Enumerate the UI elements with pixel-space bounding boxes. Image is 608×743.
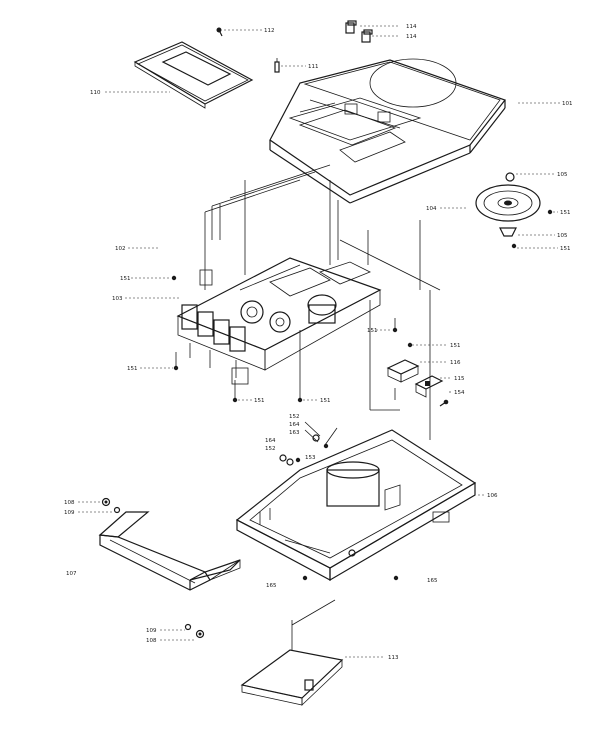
label-151: 151 bbox=[560, 210, 571, 216]
label-151: 151 bbox=[320, 398, 331, 404]
label-106: 106 bbox=[487, 493, 498, 499]
label-165: 165 bbox=[266, 583, 277, 589]
label-151: 151 bbox=[254, 398, 265, 404]
leader-lines bbox=[78, 25, 560, 658]
part-106-bottom-cabinet bbox=[235, 429, 477, 582]
label-110: 110 bbox=[90, 90, 101, 96]
label-115: 115 bbox=[454, 376, 465, 382]
label-116: 116 bbox=[450, 360, 461, 366]
label-151: 151 bbox=[450, 343, 461, 349]
label-112: 112 bbox=[264, 28, 275, 34]
label-114: 114 bbox=[406, 34, 417, 40]
label-164: 164 bbox=[289, 422, 300, 428]
part-labels: 112 114 114 111 110 101 105 151 104 105 … bbox=[64, 24, 573, 661]
label-109: 109 bbox=[146, 628, 157, 634]
label-111: 111 bbox=[308, 64, 319, 70]
label-153: 153 bbox=[305, 455, 316, 461]
hardware-152-164 bbox=[279, 421, 338, 466]
label-151: 151 bbox=[127, 366, 138, 372]
label-151: 151 bbox=[367, 328, 378, 334]
label-151: 151 bbox=[560, 246, 571, 252]
part-112-screw bbox=[216, 27, 223, 37]
parts-108-109-screws bbox=[101, 497, 205, 639]
label-163: 163 bbox=[289, 430, 300, 436]
part-105-speaker bbox=[475, 172, 553, 249]
part-110-window-plate bbox=[133, 41, 254, 109]
label-104: 104 bbox=[426, 206, 437, 212]
part-154-screw bbox=[439, 399, 449, 407]
part-115-switch bbox=[414, 375, 444, 398]
label-107: 107 bbox=[66, 571, 77, 577]
screws-165 bbox=[302, 575, 399, 581]
label-103: 103 bbox=[112, 296, 123, 302]
label-154: 154 bbox=[454, 390, 465, 396]
label-152: 152 bbox=[265, 446, 276, 452]
part-111-pin bbox=[274, 58, 280, 73]
label-108: 108 bbox=[64, 500, 75, 506]
label-151: 151 bbox=[120, 276, 131, 282]
part-103-tape-chassis bbox=[176, 257, 382, 385]
label-114: 114 bbox=[406, 24, 417, 30]
label-152: 152 bbox=[289, 414, 300, 420]
label-165: 165 bbox=[427, 578, 438, 584]
label-108: 108 bbox=[146, 638, 157, 644]
label-113: 113 bbox=[388, 655, 399, 661]
part-116-switch-knob bbox=[386, 359, 420, 383]
label-105: 105 bbox=[557, 233, 568, 239]
screws-151 bbox=[171, 275, 413, 403]
label-105: 105 bbox=[557, 172, 568, 178]
part-107-handle bbox=[98, 511, 241, 591]
label-102: 102 bbox=[115, 246, 126, 252]
part-114-knobs bbox=[345, 20, 373, 43]
assembly-lines bbox=[175, 164, 441, 440]
label-109: 109 bbox=[64, 510, 75, 516]
part-101-top-cabinet bbox=[269, 58, 506, 204]
part-113-battery-cover bbox=[240, 599, 344, 706]
label-164: 164 bbox=[265, 438, 276, 444]
label-101: 101 bbox=[562, 101, 573, 107]
